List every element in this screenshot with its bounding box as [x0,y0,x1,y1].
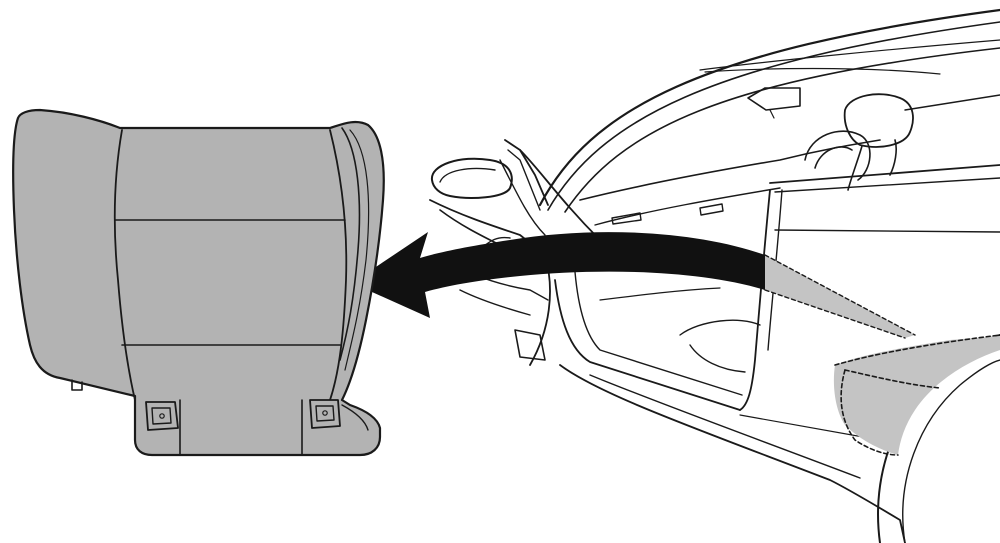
door-top-edge-2 [774,177,1000,193]
side-mirror [430,157,513,199]
seat-right-bolster [339,127,361,361]
door-sill-inner [574,271,743,396]
rocker-panel-2 [589,374,861,479]
roof-outline [538,8,1000,207]
header-trim [704,67,941,75]
door-opening-rear [739,189,771,411]
car-front-seat [843,93,914,191]
car-floor-line [599,287,721,301]
rocker-panel [559,364,906,543]
projection-cone [765,255,915,338]
seat-left-tab [71,379,83,391]
projection-cone-edge-bottom [764,289,906,339]
body-lower-line [739,414,881,441]
windshield-inner [699,39,1000,71]
a-pillar-inner [499,159,546,236]
callout-dashed-outline-3 [840,369,899,456]
a-pillar [519,149,601,241]
seat-base-flare [341,404,369,431]
dash-vent-right [699,203,724,216]
dashboard-lower [594,187,781,226]
seat-center-panel [113,129,136,401]
steering-wheel [804,130,871,181]
seat-backrest [12,108,385,457]
door-top-edge [769,164,1000,184]
projection-cone-edge-top [764,254,916,336]
body-beltline [774,229,1000,233]
roof-rail-right [904,94,1000,111]
dash-vent-left [611,212,642,225]
callout-dashed-outline-2 [844,369,941,389]
removal-arrow [352,232,765,318]
rear-wheel-arch-inner [902,359,1000,543]
door-sill [554,279,741,411]
seat-center-panel-right [329,129,348,401]
dashboard [579,139,881,201]
callout-dashed-outline [834,334,1000,366]
seat-right-bolster-inner [344,129,370,371]
mounting-clip-right [309,399,341,429]
windshield-frame [564,47,1000,213]
rearview-mirror [747,87,801,119]
vehicle-illustration [429,8,1000,543]
car-seat-side [689,344,746,373]
front-door-window-frame [504,139,549,206]
car-seat-cushion [679,319,761,336]
seat-backrest-body [12,108,385,457]
front-door-window-frame-inner [507,149,541,211]
roof-inner-line [547,21,1000,211]
location-callout-area [833,336,1000,455]
mounting-clip-left [145,401,179,431]
